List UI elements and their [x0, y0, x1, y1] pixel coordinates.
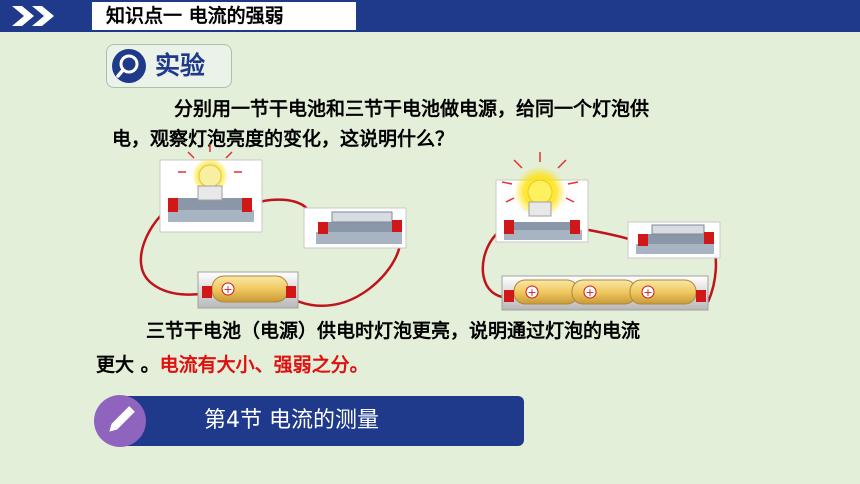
conclusion-line-1: 三节干电池（电源）供电时灯泡更亮，说明通过灯泡的电流: [146, 320, 641, 342]
question-line-2: 电，观察灯泡亮度的变化，这说明什么？: [112, 128, 455, 150]
bulb-dim: [159, 144, 263, 233]
conclusion-line-2: 更大 。电流有大小、强弱之分。: [96, 350, 369, 380]
conclusion-black-text: 更大 。: [96, 354, 160, 376]
experiment-badge: 实验: [106, 44, 232, 88]
switch-left: [303, 207, 407, 249]
battery-three: + + +: [501, 275, 709, 311]
circuit-one-cell: +: [139, 144, 407, 309]
question-line-1: 分别用一节干电池和三节干电池做电源，给同一个灯泡供: [174, 98, 650, 120]
bulb-bright: [495, 152, 589, 243]
conclusion-highlight-text: 电流有大小、强弱之分。: [159, 354, 369, 376]
battery-one: +: [197, 271, 299, 309]
svg-text:+: +: [527, 286, 536, 299]
switch-right: [627, 221, 721, 259]
svg-text:+: +: [585, 286, 594, 299]
double-chevron-right-icon: [12, 6, 54, 26]
section-banner[interactable]: [120, 396, 524, 446]
section-banner-text: 第4节 电流的测量: [204, 408, 379, 433]
svg-text:+: +: [643, 286, 652, 299]
pencil-icon: [109, 406, 135, 432]
experiment-label: 实验: [155, 51, 206, 80]
svg-text:+: +: [223, 283, 232, 296]
magnifier-icon: [112, 49, 146, 83]
section-title: 知识点一 电流的强弱: [92, 2, 356, 30]
circuit-three-cells: + + +: [481, 152, 721, 311]
pencil-badge: [94, 395, 146, 447]
